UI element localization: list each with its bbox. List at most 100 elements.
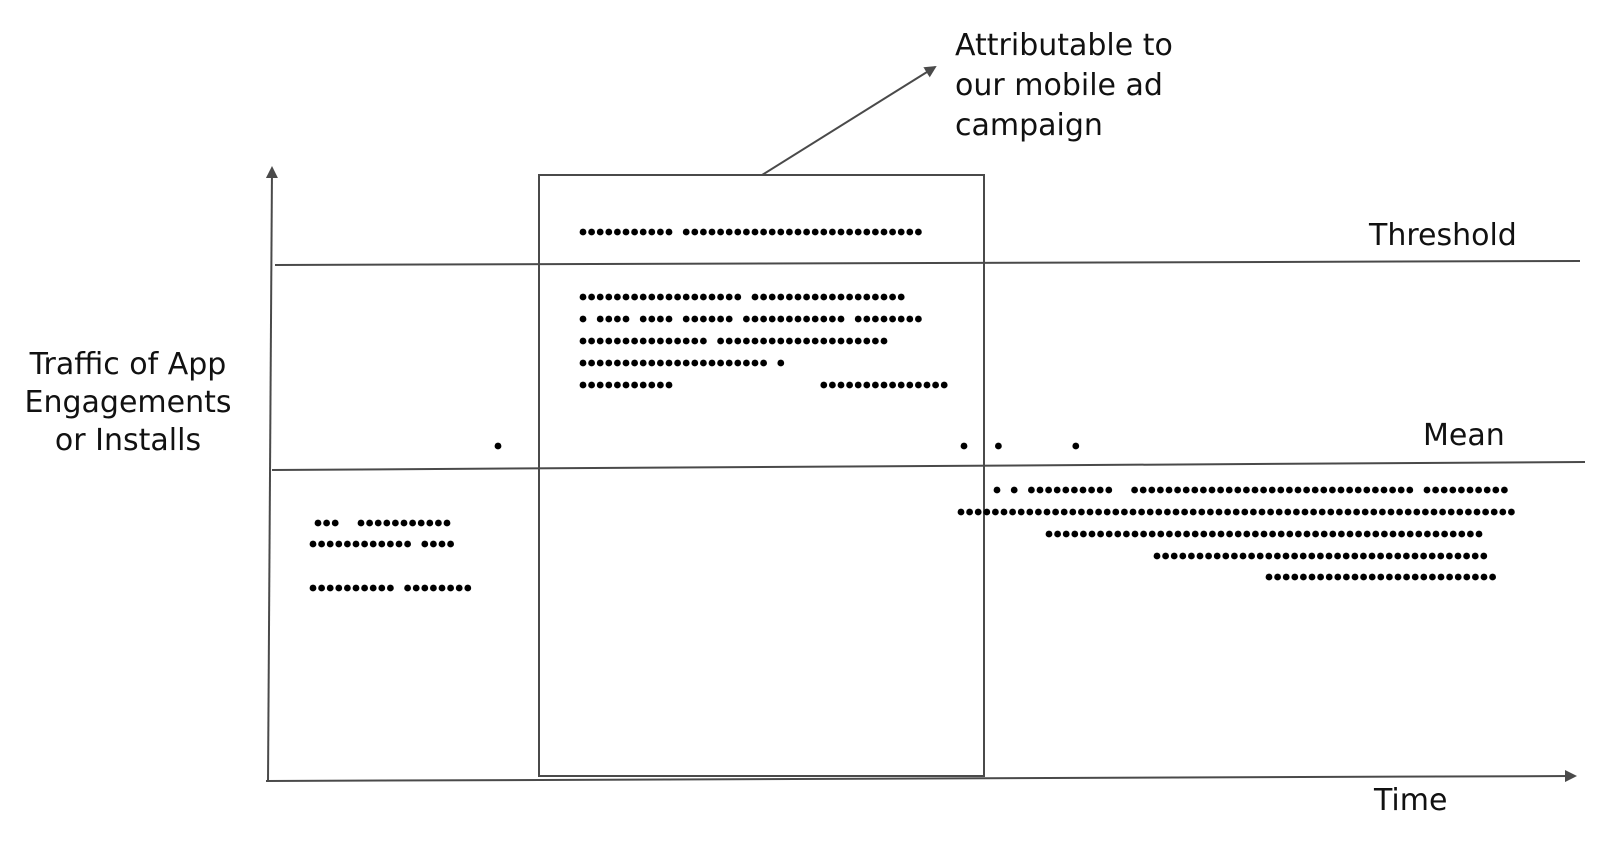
traffic-dot bbox=[1155, 508, 1163, 516]
traffic-dot bbox=[1310, 508, 1317, 516]
traffic-dot bbox=[579, 293, 587, 301]
traffic-dot bbox=[1490, 508, 1498, 516]
traffic-dot bbox=[421, 540, 429, 548]
traffic-dot bbox=[323, 519, 330, 527]
traffic-dot bbox=[1351, 573, 1359, 581]
traffic-dot bbox=[820, 293, 828, 301]
traffic-dot bbox=[837, 315, 845, 323]
traffic-dot bbox=[854, 337, 862, 345]
traffic-dot bbox=[1009, 508, 1016, 516]
traffic-dot bbox=[605, 381, 613, 389]
mean-label: Mean bbox=[1423, 418, 1505, 453]
traffic-dot bbox=[1342, 552, 1350, 560]
traffic-dot bbox=[1404, 508, 1412, 516]
traffic-dot bbox=[412, 584, 420, 592]
traffic-dot bbox=[820, 337, 828, 345]
annotation-arrow bbox=[761, 65, 937, 176]
traffic-dot bbox=[708, 293, 716, 301]
traffic-dot bbox=[700, 293, 707, 301]
traffic-dot bbox=[1334, 573, 1342, 581]
traffic-dot bbox=[657, 337, 664, 345]
traffic-dot bbox=[1458, 530, 1466, 538]
traffic-dot bbox=[1250, 508, 1257, 516]
y-axis-label-line-1: Traffic of App bbox=[29, 347, 227, 382]
traffic-dot bbox=[1361, 508, 1369, 516]
traffic-dot bbox=[811, 315, 819, 323]
traffic-dot bbox=[1454, 552, 1462, 560]
traffic-dot bbox=[614, 337, 621, 345]
traffic-dot bbox=[691, 337, 699, 345]
traffic-dot bbox=[768, 315, 776, 323]
traffic-dot bbox=[1370, 508, 1378, 516]
traffic-dot bbox=[435, 519, 442, 527]
traffic-dot bbox=[1174, 486, 1181, 494]
traffic-dot bbox=[631, 359, 638, 367]
traffic-dot bbox=[1294, 486, 1302, 494]
traffic-dot bbox=[872, 228, 879, 236]
traffic-dot bbox=[966, 508, 973, 516]
traffic-dot bbox=[1269, 530, 1276, 538]
traffic-dot bbox=[993, 486, 1001, 494]
traffic-dot bbox=[863, 315, 871, 323]
traffic-dot bbox=[588, 359, 595, 367]
traffic-dot bbox=[872, 381, 879, 389]
traffic-dot bbox=[880, 228, 888, 236]
traffic-dot bbox=[743, 359, 750, 367]
traffic-dot bbox=[1138, 508, 1145, 516]
traffic-dot bbox=[1234, 530, 1242, 538]
traffic-dot bbox=[1432, 486, 1439, 494]
traffic-dot bbox=[1258, 508, 1266, 516]
traffic-dot bbox=[1389, 486, 1396, 494]
traffic-dot bbox=[863, 381, 871, 389]
traffic-dot bbox=[1325, 552, 1333, 560]
traffic-dot bbox=[622, 228, 630, 236]
annotation-line-2: our mobile ad bbox=[955, 68, 1163, 103]
traffic-dot bbox=[846, 381, 853, 389]
traffic-dot bbox=[1429, 573, 1436, 581]
traffic-dot bbox=[725, 293, 733, 301]
traffic-dot bbox=[657, 381, 664, 389]
traffic-dot bbox=[760, 228, 767, 236]
traffic-dot bbox=[378, 584, 386, 592]
traffic-dot bbox=[1299, 552, 1307, 560]
traffic-dot bbox=[665, 315, 673, 323]
traffic-dot bbox=[639, 228, 647, 236]
traffic-dot bbox=[1424, 530, 1431, 538]
traffic-dot bbox=[614, 359, 621, 367]
traffic-dot bbox=[579, 359, 587, 367]
traffic-dot bbox=[1105, 530, 1113, 538]
traffic-dot bbox=[974, 508, 982, 516]
traffic-dot bbox=[1260, 486, 1267, 494]
traffic-dot bbox=[751, 315, 759, 323]
traffic-dot bbox=[369, 584, 377, 592]
traffic-dot bbox=[872, 293, 879, 301]
traffic-dot bbox=[708, 315, 716, 323]
traffic-dot bbox=[1265, 573, 1273, 581]
traffic-dot bbox=[579, 315, 587, 323]
traffic-dot bbox=[1311, 486, 1319, 494]
traffic-dot bbox=[691, 293, 699, 301]
traffic-dot bbox=[682, 359, 690, 367]
traffic-dot bbox=[1360, 552, 1367, 560]
traffic-dot bbox=[846, 293, 853, 301]
traffic-dot bbox=[1252, 530, 1259, 538]
traffic-dot bbox=[1095, 508, 1102, 516]
traffic-dot bbox=[596, 359, 604, 367]
traffic-dot bbox=[1183, 530, 1190, 538]
traffic-dot bbox=[863, 228, 871, 236]
traffic-dot bbox=[588, 293, 595, 301]
traffic-dot bbox=[1403, 573, 1410, 581]
traffic-dot bbox=[829, 228, 836, 236]
traffic-dot bbox=[1353, 508, 1360, 516]
traffic-dot bbox=[1379, 508, 1386, 516]
traffic-dot bbox=[717, 315, 724, 323]
traffic-dot bbox=[1473, 508, 1481, 516]
traffic-dot bbox=[374, 519, 382, 527]
traffic-dot bbox=[1286, 530, 1294, 538]
traffic-dot bbox=[1308, 573, 1316, 581]
traffic-dot bbox=[1337, 486, 1345, 494]
traffic-dot bbox=[409, 519, 416, 527]
traffic-dot bbox=[1482, 508, 1489, 516]
traffic-dot bbox=[1189, 508, 1197, 516]
traffic-dot bbox=[1480, 573, 1488, 581]
